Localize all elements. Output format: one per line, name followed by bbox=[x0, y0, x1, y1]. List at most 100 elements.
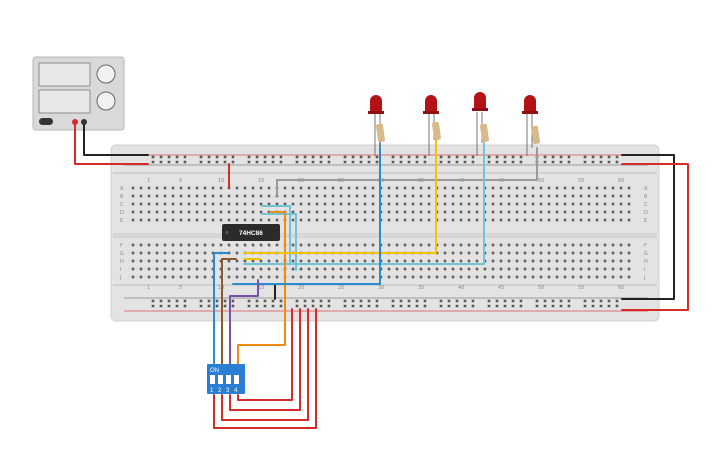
breadboard-hole[interactable] bbox=[263, 304, 267, 308]
breadboard-hole[interactable] bbox=[507, 194, 511, 198]
breadboard-hole[interactable] bbox=[591, 160, 595, 164]
breadboard-hole[interactable] bbox=[403, 259, 407, 263]
breadboard-hole[interactable] bbox=[331, 259, 335, 263]
breadboard-hole[interactable] bbox=[363, 218, 367, 222]
breadboard-hole[interactable] bbox=[351, 155, 355, 159]
breadboard-hole[interactable] bbox=[371, 218, 375, 222]
breadboard-hole[interactable] bbox=[571, 251, 575, 255]
breadboard-hole[interactable] bbox=[203, 275, 207, 279]
breadboard-hole[interactable] bbox=[415, 155, 419, 159]
breadboard-hole[interactable] bbox=[231, 304, 235, 308]
breadboard-hole[interactable] bbox=[371, 259, 375, 263]
breadboard-hole[interactable] bbox=[411, 259, 415, 263]
breadboard-hole[interactable] bbox=[163, 210, 167, 214]
dip-toggle-2[interactable] bbox=[218, 375, 223, 384]
breadboard-hole[interactable] bbox=[171, 259, 175, 263]
breadboard-hole[interactable] bbox=[583, 155, 587, 159]
breadboard-hole[interactable] bbox=[567, 304, 571, 308]
breadboard-hole[interactable] bbox=[195, 202, 199, 206]
breadboard-hole[interactable] bbox=[139, 243, 143, 247]
breadboard-hole[interactable] bbox=[259, 218, 263, 222]
breadboard-hole[interactable] bbox=[435, 275, 439, 279]
breadboard-hole[interactable] bbox=[347, 210, 351, 214]
breadboard-hole[interactable] bbox=[147, 202, 151, 206]
breadboard-hole[interactable] bbox=[323, 210, 327, 214]
breadboard-hole[interactable] bbox=[199, 304, 203, 308]
breadboard-hole[interactable] bbox=[591, 299, 595, 303]
breadboard-hole[interactable] bbox=[415, 299, 419, 303]
breadboard-hole[interactable] bbox=[571, 202, 575, 206]
breadboard-hole[interactable] bbox=[195, 194, 199, 198]
breadboard-hole[interactable] bbox=[155, 259, 159, 263]
breadboard-hole[interactable] bbox=[231, 299, 235, 303]
breadboard-hole[interactable] bbox=[387, 267, 391, 271]
breadboard-hole[interactable] bbox=[451, 251, 455, 255]
breadboard-hole[interactable] bbox=[171, 186, 175, 190]
breadboard-hole[interactable] bbox=[267, 202, 271, 206]
breadboard-hole[interactable] bbox=[519, 299, 523, 303]
breadboard-hole[interactable] bbox=[179, 275, 183, 279]
breadboard-hole[interactable] bbox=[511, 160, 515, 164]
breadboard-hole[interactable] bbox=[539, 210, 543, 214]
breadboard-hole[interactable] bbox=[223, 304, 227, 308]
breadboard-hole[interactable] bbox=[147, 210, 151, 214]
breadboard-hole[interactable] bbox=[451, 202, 455, 206]
breadboard-hole[interactable] bbox=[619, 202, 623, 206]
breadboard-hole[interactable] bbox=[423, 299, 427, 303]
breadboard-hole[interactable] bbox=[447, 155, 451, 159]
breadboard-hole[interactable] bbox=[467, 194, 471, 198]
breadboard-hole[interactable] bbox=[291, 186, 295, 190]
breadboard-hole[interactable] bbox=[471, 155, 475, 159]
breadboard-hole[interactable] bbox=[163, 218, 167, 222]
breadboard-hole[interactable] bbox=[455, 160, 459, 164]
breadboard-hole[interactable] bbox=[199, 299, 203, 303]
breadboard-hole[interactable] bbox=[267, 194, 271, 198]
breadboard-hole[interactable] bbox=[563, 202, 567, 206]
breadboard-hole[interactable] bbox=[491, 259, 495, 263]
breadboard-hole[interactable] bbox=[539, 202, 543, 206]
breadboard-hole[interactable] bbox=[207, 304, 211, 308]
breadboard-hole[interactable] bbox=[183, 304, 187, 308]
breadboard-hole[interactable] bbox=[627, 251, 631, 255]
breadboard-hole[interactable] bbox=[615, 299, 619, 303]
breadboard-hole[interactable] bbox=[611, 243, 615, 247]
breadboard-hole[interactable] bbox=[495, 155, 499, 159]
breadboard-hole[interactable] bbox=[139, 210, 143, 214]
breadboard-hole[interactable] bbox=[259, 267, 263, 271]
ic-chip-74hc86[interactable]: 74HC86 bbox=[222, 224, 280, 241]
breadboard-hole[interactable] bbox=[599, 155, 603, 159]
breadboard-hole[interactable] bbox=[263, 299, 267, 303]
breadboard-hole[interactable] bbox=[131, 243, 135, 247]
breadboard-hole[interactable] bbox=[611, 194, 615, 198]
breadboard-hole[interactable] bbox=[443, 210, 447, 214]
breadboard-hole[interactable] bbox=[619, 210, 623, 214]
breadboard-hole[interactable] bbox=[407, 299, 411, 303]
breadboard-hole[interactable] bbox=[523, 275, 527, 279]
breadboard-hole[interactable] bbox=[215, 299, 219, 303]
breadboard-hole[interactable] bbox=[603, 267, 607, 271]
breadboard-hole[interactable] bbox=[275, 243, 279, 247]
breadboard-hole[interactable] bbox=[555, 194, 559, 198]
breadboard-hole[interactable] bbox=[363, 243, 367, 247]
breadboard-hole[interactable] bbox=[255, 304, 259, 308]
breadboard-hole[interactable] bbox=[311, 299, 315, 303]
breadboard-hole[interactable] bbox=[531, 194, 535, 198]
breadboard-hole[interactable] bbox=[147, 251, 151, 255]
breadboard-hole[interactable] bbox=[299, 194, 303, 198]
breadboard-hole[interactable] bbox=[323, 259, 327, 263]
breadboard-hole[interactable] bbox=[395, 218, 399, 222]
negative-terminal[interactable] bbox=[81, 119, 87, 125]
breadboard-hole[interactable] bbox=[355, 186, 359, 190]
breadboard-hole[interactable] bbox=[195, 186, 199, 190]
breadboard-hole[interactable] bbox=[619, 194, 623, 198]
breadboard-hole[interactable] bbox=[275, 202, 279, 206]
breadboard-hole[interactable] bbox=[627, 202, 631, 206]
breadboard-hole[interactable] bbox=[439, 155, 443, 159]
breadboard-hole[interactable] bbox=[507, 275, 511, 279]
breadboard-hole[interactable] bbox=[467, 243, 471, 247]
breadboard-hole[interactable] bbox=[207, 155, 211, 159]
breadboard-hole[interactable] bbox=[155, 267, 159, 271]
breadboard-hole[interactable] bbox=[427, 218, 431, 222]
breadboard-hole[interactable] bbox=[611, 210, 615, 214]
breadboard-hole[interactable] bbox=[131, 218, 135, 222]
